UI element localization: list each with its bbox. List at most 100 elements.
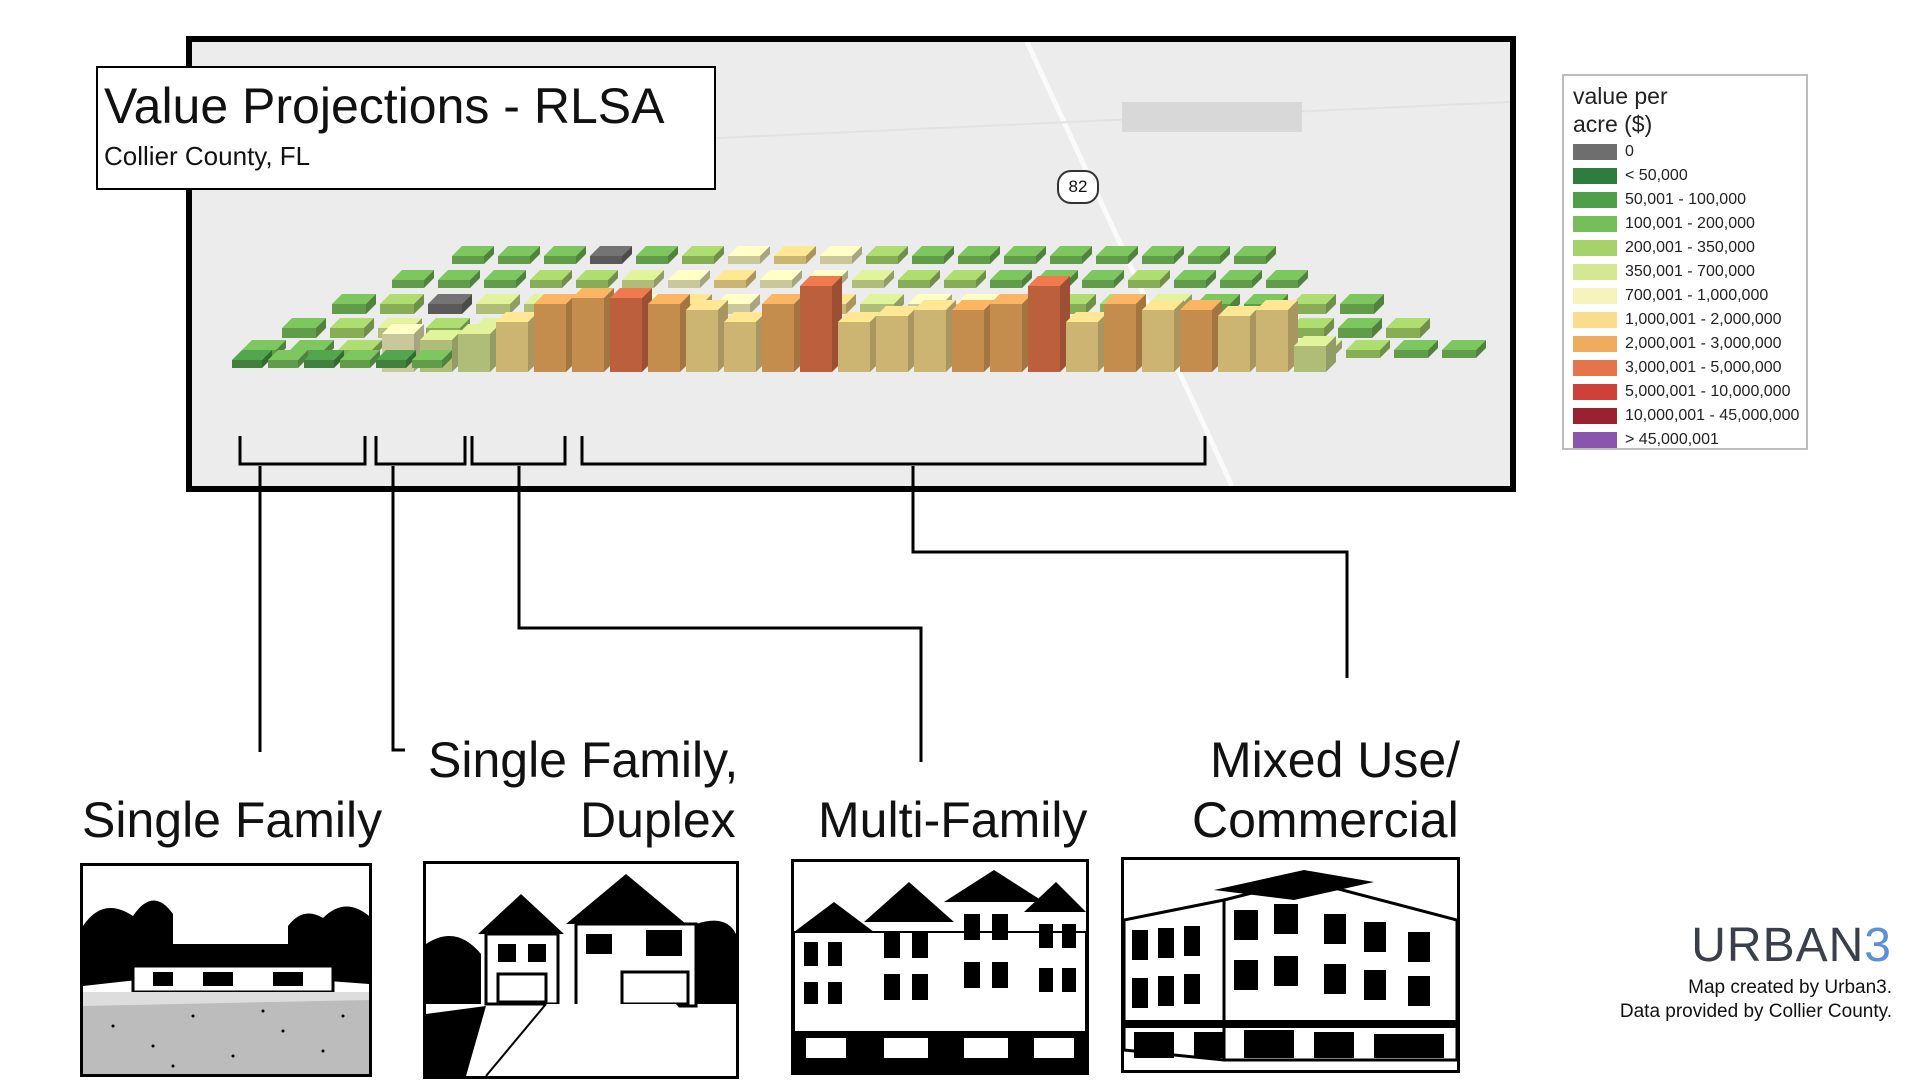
legend-item: 0 [1573, 140, 1806, 164]
page-subtitle: Collier County, FL [104, 141, 311, 171]
road-label-82: 82 [1057, 170, 1099, 204]
category-label-duplex-line2: Duplex [580, 792, 736, 848]
legend-title-line1: value per [1573, 83, 1668, 109]
value-block [544, 246, 586, 264]
legend-swatch [1573, 312, 1617, 328]
legend-item: 5,000,001 - 10,000,000 [1573, 380, 1806, 404]
photo-duplex [423, 861, 739, 1079]
bracket-mixed-use [580, 436, 1207, 466]
legend-swatch [1573, 336, 1617, 352]
legend-swatch [1573, 264, 1617, 280]
value-block [912, 246, 954, 264]
category-label-mixed-use-line2: Commercial [1192, 792, 1459, 848]
bracket-single-family [238, 436, 367, 466]
value-block [990, 270, 1032, 288]
legend-swatch [1573, 288, 1617, 304]
value-block [636, 246, 678, 264]
brand-number: 3 [1864, 919, 1892, 972]
value-block [1004, 246, 1046, 264]
value-block [852, 270, 894, 288]
value-block [590, 246, 632, 264]
legend-item: 2,000,001 - 3,000,000 [1573, 332, 1806, 356]
value-block [774, 246, 816, 264]
value-block [476, 294, 520, 314]
value-block [268, 350, 308, 368]
legend-item: 50,001 - 100,000 [1573, 188, 1806, 212]
value-block [1386, 318, 1430, 338]
leader-multifamily [517, 466, 923, 762]
legend-swatch [1573, 168, 1617, 184]
value-block [686, 300, 728, 372]
parcel-shape [1122, 102, 1302, 132]
value-block [282, 318, 326, 338]
category-label-duplex-line1: Single Family, [428, 732, 739, 788]
legend-item: 200,001 - 350,000 [1573, 236, 1806, 260]
legend-label: 700,001 - 1,000,000 [1625, 287, 1769, 304]
credit-line1: Map created by Urban3. [1688, 977, 1892, 998]
value-block [340, 350, 380, 368]
credits: Map created by Urban3. Data provided by … [1620, 976, 1892, 1024]
value-block [1340, 294, 1384, 314]
value-block [1290, 318, 1334, 338]
legend-item: 3,000,001 - 5,000,000 [1573, 356, 1806, 380]
value-block [1294, 336, 1336, 372]
value-block [438, 270, 480, 288]
value-block [428, 294, 472, 314]
value-block [458, 324, 500, 372]
value-block [530, 270, 572, 288]
value-block [952, 300, 994, 372]
map-canvas[interactable] [192, 42, 1510, 486]
value-block [330, 318, 374, 338]
value-block [1234, 246, 1276, 264]
value-block [1394, 340, 1438, 358]
legend-item: 1,000,001 - 2,000,000 [1573, 308, 1806, 332]
legend-label: 0 [1625, 143, 1634, 160]
photo-multifamily [791, 859, 1089, 1075]
value-block [1266, 270, 1308, 288]
road-line [1024, 42, 1235, 486]
bracket-duplex [374, 436, 467, 466]
value-block [820, 246, 862, 264]
value-block [762, 294, 804, 372]
value-block [392, 270, 434, 288]
value-block [534, 294, 576, 372]
value-block [576, 270, 618, 288]
category-label-multifamily: Multi-Family [818, 792, 1088, 848]
value-block [498, 246, 540, 264]
value-block [1066, 312, 1108, 372]
legend-swatch [1573, 408, 1617, 424]
value-block [898, 270, 940, 288]
value-block [1096, 246, 1138, 264]
category-label-single-family: Single Family [82, 792, 383, 848]
value-block [668, 270, 710, 288]
leader-duplex [391, 466, 405, 752]
legend-label: 350,001 - 700,000 [1625, 263, 1755, 280]
page-title: Value Projections - RLSA [104, 78, 665, 134]
value-block [232, 350, 272, 368]
value-block [838, 312, 880, 372]
bracket-multifamily [470, 436, 567, 466]
legend-swatch [1573, 192, 1617, 208]
map-frame[interactable] [186, 36, 1516, 492]
value-block [622, 270, 664, 288]
legend-item: 100,001 - 200,000 [1573, 212, 1806, 236]
value-block [682, 246, 724, 264]
value-block [958, 246, 1000, 264]
title-box: Value Projections - RLSA Collier County,… [96, 66, 716, 190]
value-block [452, 246, 494, 264]
value-block [1082, 270, 1124, 288]
value-block [1338, 318, 1382, 338]
legend-label: 1,000,001 - 2,000,000 [1625, 311, 1782, 328]
value-block [1442, 340, 1486, 358]
legend-item: 700,001 - 1,000,000 [1573, 284, 1806, 308]
value-block [800, 276, 842, 372]
legend-swatch [1573, 216, 1617, 232]
legend-item: 350,001 - 700,000 [1573, 260, 1806, 284]
value-block [1174, 270, 1216, 288]
legend-label: 200,001 - 350,000 [1625, 239, 1755, 256]
legend-swatch [1573, 144, 1617, 160]
value-block [1104, 294, 1146, 372]
legend-label: 5,000,001 - 10,000,000 [1625, 383, 1791, 400]
value-block [1128, 270, 1170, 288]
